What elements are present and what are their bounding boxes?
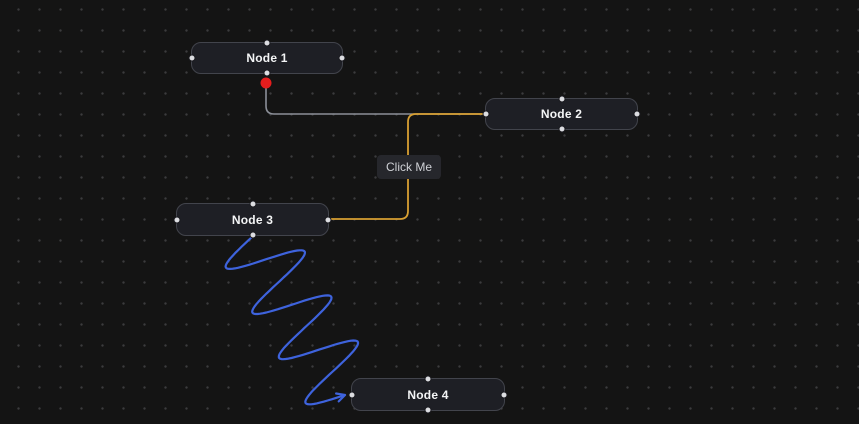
- node-label: Node 4: [407, 387, 449, 402]
- node-3-handle-left[interactable]: [173, 216, 181, 223]
- node-label: Node 3: [231, 212, 274, 227]
- edge-node-3-to-node-4[interactable]: [224, 235, 360, 406]
- node-label: Node 1: [246, 51, 288, 65]
- node-2-handle-left[interactable]: [482, 110, 490, 118]
- edge-node-1-to-node-2[interactable]: [265, 82, 486, 115]
- node-3-handle-right[interactable]: [324, 216, 332, 223]
- node-1-handle-right[interactable]: [338, 54, 346, 62]
- node-4-handle-bottom[interactable]: [424, 406, 432, 414]
- node-4-handle-left[interactable]: [348, 391, 356, 398]
- node-3-handle-bottom[interactable]: [249, 231, 256, 239]
- edge-button[interactable]: Click Me: [376, 155, 442, 179]
- node-3[interactable]: Node 3: [173, 200, 332, 239]
- node-1[interactable]: Node 1: [188, 39, 346, 77]
- node-3-handle-top[interactable]: [249, 200, 256, 208]
- node-4-handle-top[interactable]: [424, 375, 432, 383]
- node-2-handle-bottom[interactable]: [558, 125, 565, 133]
- node-1-handle-left[interactable]: [188, 54, 196, 62]
- edge-node-3-to-node-4-arrowhead: [335, 392, 347, 403]
- node-1-handle-top[interactable]: [263, 39, 271, 47]
- node-label: Node 2: [540, 107, 583, 121]
- node-2[interactable]: Node 2: [482, 95, 641, 133]
- node-2-handle-right[interactable]: [633, 110, 641, 118]
- node-2-handle-top[interactable]: [558, 95, 565, 103]
- node-1-handle-bottom[interactable]: [263, 69, 271, 77]
- node-4[interactable]: Node 4: [348, 375, 508, 414]
- node-4-handle-right[interactable]: [500, 391, 508, 398]
- red-edge-handle[interactable]: [260, 77, 272, 89]
